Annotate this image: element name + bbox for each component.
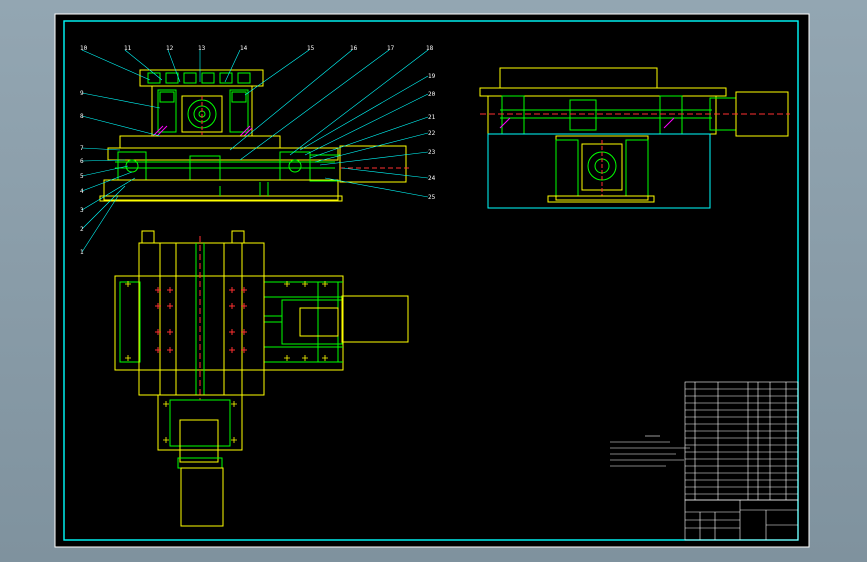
balloon-10: 10 xyxy=(80,45,88,52)
parts-list-table xyxy=(684,381,799,501)
balloon-8: 8 xyxy=(80,113,84,120)
front-section-view xyxy=(99,69,410,202)
balloon-13: 13 xyxy=(198,45,206,52)
fastener-marks xyxy=(125,281,328,443)
balloon-7: 7 xyxy=(80,145,84,152)
outer-border xyxy=(54,13,810,548)
balloon-17: 17 xyxy=(387,45,395,52)
balloon-3: 3 xyxy=(80,207,84,214)
part-number-labels: 10 11 12 13 14 15 16 17 18 9 8 7 6 5 4 3… xyxy=(80,45,436,256)
title-block xyxy=(684,499,799,541)
balloon-22: 22 xyxy=(428,130,436,137)
balloon-15: 15 xyxy=(307,45,315,52)
balloon-20: 20 xyxy=(428,91,436,98)
balloon-24: 24 xyxy=(428,175,436,182)
balloon-6: 6 xyxy=(80,158,84,165)
balloon-23: 23 xyxy=(428,149,436,156)
technical-notes xyxy=(610,435,690,467)
hole-centre-marks xyxy=(155,287,247,353)
balloon-2: 2 xyxy=(80,226,84,233)
balloon-25: 25 xyxy=(428,194,436,201)
side-section-view xyxy=(479,67,790,209)
balloon-12: 12 xyxy=(166,45,174,52)
balloon-1: 1 xyxy=(80,249,84,256)
balloon-4: 4 xyxy=(80,188,84,195)
balloon-5: 5 xyxy=(80,173,84,180)
balloon-16: 16 xyxy=(350,45,358,52)
balloon-18: 18 xyxy=(426,45,434,52)
leader-lines xyxy=(81,49,429,253)
balloon-14: 14 xyxy=(240,45,248,52)
balloon-9: 9 xyxy=(80,90,84,97)
balloon-11: 11 xyxy=(124,45,132,52)
plan-view xyxy=(114,230,409,527)
inner-border xyxy=(63,20,799,541)
balloon-21: 21 xyxy=(428,114,436,121)
balloon-19: 19 xyxy=(428,73,436,80)
